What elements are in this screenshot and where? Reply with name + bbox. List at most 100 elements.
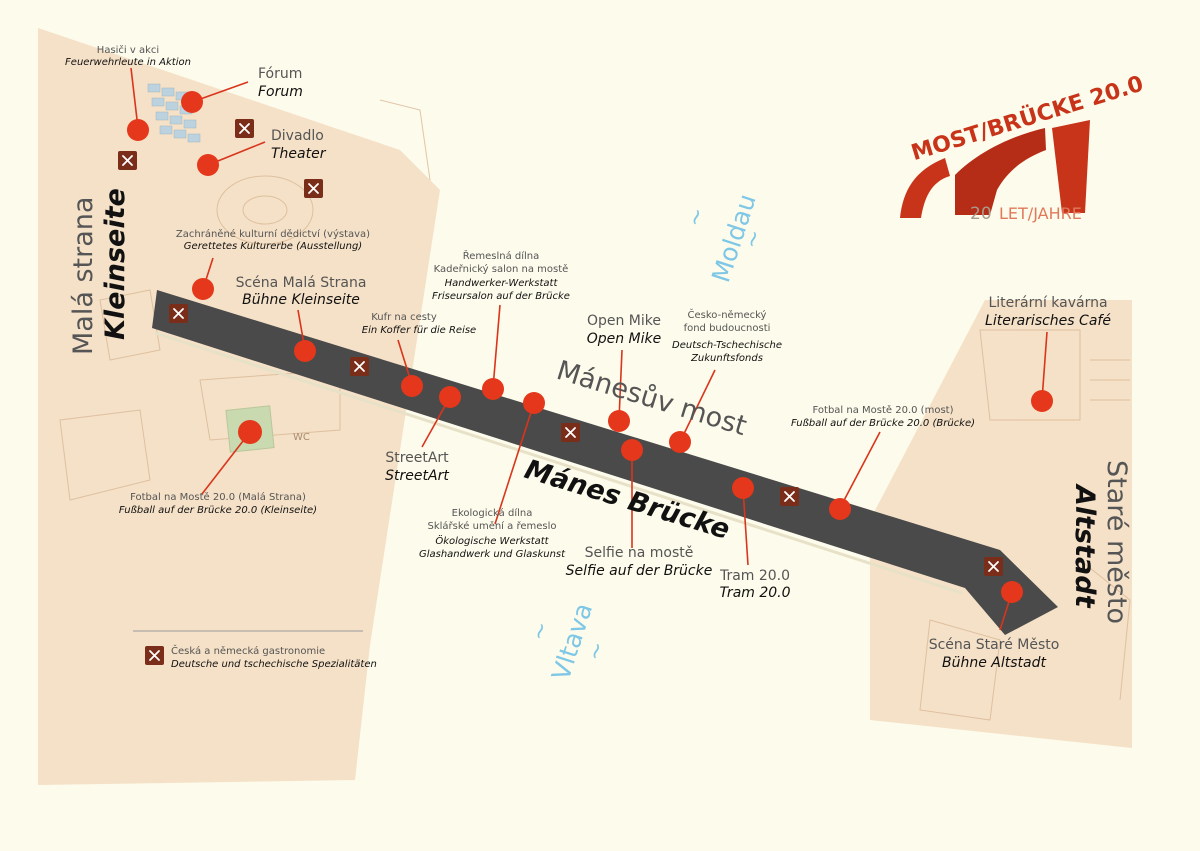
svg-text:Fórum: Fórum [258, 66, 302, 82]
cutlery-icon[interactable] [304, 179, 323, 198]
map-detail [59, 99, 1131, 721]
svg-text:Handwerker-Werkstatt: Handwerker-Werkstatt [445, 278, 559, 289]
svg-text:Zukunftsfonds: Zukunftsfonds [690, 353, 763, 364]
marker-literarni[interactable] [1031, 390, 1053, 412]
wc-label: WC [293, 432, 310, 443]
district-left-de: Kleinseite [100, 188, 131, 340]
svg-text:Hasiči v akci: Hasiči v akci [97, 44, 159, 56]
poi-open-mike-label: Open Mike Open Mike [587, 313, 662, 347]
svg-text:Kufr na cesty: Kufr na cesty [371, 312, 437, 323]
poi-fotbal-ms-label: Fotbal na Mostě 20.0 (Malá Strana) Fußba… [119, 491, 317, 516]
gastronomy-markers [118, 119, 1003, 576]
svg-text:Deutsch-Tschechische: Deutsch-Tschechische [672, 340, 782, 351]
poi-streetart-label: StreetArt StreetArt [385, 450, 449, 484]
poi-fond-label: Česko-německý fond budoucnosti Deutsch-T… [672, 308, 782, 364]
poi-tram-label: Tram 20.0 Tram 20.0 [719, 568, 791, 601]
marker-selfie[interactable] [621, 439, 643, 461]
poi-fotbal-most-label: Fotbal na Mostě 20.0 (most) Fußball auf … [791, 404, 975, 429]
poi-ekologicka-label: Ekologická dílna Sklářské umění a řemesl… [419, 507, 566, 560]
river-tilde-s2: ~ [582, 639, 611, 664]
logo-years-label: LET/JAHRE [999, 204, 1082, 223]
poi-literarni-label: Literární kavárna Literarisches Café [985, 295, 1111, 329]
poi-scena-ms-label: Scéna Malá Strana Bühne Kleinseite [236, 275, 367, 308]
svg-text:Feuerwehrleute in Aktion: Feuerwehrleute in Aktion [65, 57, 191, 68]
marker-open-mike[interactable] [608, 410, 630, 432]
marker-remeslna[interactable] [482, 378, 504, 400]
river-tilde-s1: ~ [526, 619, 555, 644]
svg-text:Řemeslná dílna: Řemeslná dílna [463, 249, 540, 262]
cutlery-icon[interactable] [118, 151, 137, 170]
svg-text:Fußball auf der Brücke 20.0 (B: Fußball auf der Brücke 20.0 (Brücke) [791, 418, 975, 429]
cutlery-icon[interactable] [235, 119, 254, 138]
marker-streetart[interactable] [439, 386, 461, 408]
marker-hasici[interactable] [127, 119, 149, 141]
svg-text:Zachráněné kulturní dědictví (: Zachráněné kulturní dědictví (výstava) [176, 228, 370, 240]
svg-text:Open Mike: Open Mike [587, 313, 661, 329]
svg-text:StreetArt: StreetArt [385, 468, 449, 484]
svg-text:Scéna Staré Město: Scéna Staré Město [929, 637, 1060, 653]
marker-forum[interactable] [181, 91, 203, 113]
district-left-cz: Malá strana [68, 197, 99, 355]
district-mala-strana-area [38, 28, 440, 785]
bridge-rail [154, 331, 963, 595]
svg-text:Literarisches Café: Literarisches Café [985, 313, 1111, 329]
district-right-de: Altstadt [1069, 483, 1100, 609]
district-stare-mesto-area [870, 300, 1132, 748]
cutlery-icon[interactable] [984, 557, 1003, 576]
marker-divadlo[interactable] [197, 154, 219, 176]
svg-text:Česko-německý: Česko-německý [688, 308, 767, 321]
svg-text:Tram 20.0: Tram 20.0 [719, 585, 790, 601]
marker-scena-ms[interactable] [294, 340, 316, 362]
svg-text:Kadeřnický salon na mostě: Kadeřnický salon na mostě [434, 263, 569, 275]
svg-text:Tram 20.0: Tram 20.0 [719, 568, 790, 584]
svg-text:Friseursalon auf der Brücke: Friseursalon auf der Brücke [432, 291, 570, 302]
svg-text:Sklářské umění a řemeslo: Sklářské umění a řemeslo [427, 520, 556, 532]
cutlery-icon[interactable] [561, 423, 580, 442]
svg-text:Fußball auf der Brücke 20.0 (K: Fußball auf der Brücke 20.0 (Kleinseite) [119, 505, 317, 516]
svg-text:Literární kavárna: Literární kavárna [988, 295, 1107, 311]
district-right-cz: Staré město [1101, 460, 1132, 624]
cutlery-icon[interactable] [169, 304, 188, 323]
svg-text:Scéna Malá Strana: Scéna Malá Strana [236, 275, 367, 291]
svg-text:Ekologická dílna: Ekologická dílna [452, 507, 533, 519]
poi-hasici-label: Hasiči v akci Feuerwehrleute in Aktion [65, 44, 191, 68]
legend-cz: Česká a německá gastronomie [171, 644, 325, 657]
poi-scena-sm-label: Scéna Staré Město Bühne Altstadt [929, 637, 1060, 671]
svg-text:Bühne Kleinseite: Bühne Kleinseite [242, 292, 360, 308]
marker-ekologicka[interactable] [523, 392, 545, 414]
marker-tram[interactable] [732, 477, 754, 499]
poi-divadlo-label: Divadlo Theater [271, 128, 327, 162]
legend: Česká a německá gastronomie Deutsche und… [133, 630, 377, 670]
svg-text:Selfie na mostě: Selfie na mostě [585, 545, 694, 561]
svg-text:Bühne Altstadt: Bühne Altstadt [942, 655, 1046, 671]
svg-text:Ein Koffer für die Reise: Ein Koffer für die Reise [362, 325, 476, 336]
poi-markers [127, 91, 1053, 603]
svg-text:Ökologische Werkstatt: Ökologische Werkstatt [435, 534, 549, 547]
svg-text:Fotbal na Mostě 20.0 (most): Fotbal na Mostě 20.0 (most) [813, 404, 954, 416]
cutlery-icon [145, 646, 164, 665]
legend-de: Deutsche und tschechische Spezialitäten [171, 659, 377, 670]
event-logo: MOST/BRÜCKE 20.0 20 LET/JAHRE [900, 71, 1146, 224]
marker-scena-sm[interactable] [1001, 581, 1023, 603]
logo-arch-3 [1052, 120, 1090, 213]
svg-text:Divadlo: Divadlo [271, 128, 324, 144]
svg-text:Forum: Forum [258, 84, 303, 100]
logo-years-number: 20 [970, 204, 992, 224]
svg-text:Glashandwerk und Glaskunst: Glashandwerk und Glaskunst [419, 549, 566, 560]
marker-fond[interactable] [669, 431, 691, 453]
poi-forum-label: Fórum Forum [258, 66, 303, 100]
svg-text:Selfie auf der Brücke: Selfie auf der Brücke [566, 563, 713, 579]
marker-fotbal-most[interactable] [829, 498, 851, 520]
cutlery-icon[interactable] [350, 357, 369, 376]
poi-selfie-label: Selfie na mostě Selfie auf der Brücke [566, 545, 713, 579]
svg-text:Theater: Theater [271, 146, 327, 162]
marker-dedictvi[interactable] [192, 278, 214, 300]
cutlery-icon[interactable] [780, 487, 799, 506]
poi-remeslna-label: Řemeslná dílna Kadeřnický salon na mostě… [432, 249, 570, 302]
marker-kufr[interactable] [401, 375, 423, 397]
svg-text:Open Mike: Open Mike [587, 331, 662, 347]
svg-text:Gerettetes Kulturerbe (Ausstel: Gerettetes Kulturerbe (Ausstellung) [184, 241, 362, 252]
marker-fotbal-ms[interactable] [238, 420, 262, 444]
svg-text:fond budoucnosti: fond budoucnosti [684, 323, 771, 334]
